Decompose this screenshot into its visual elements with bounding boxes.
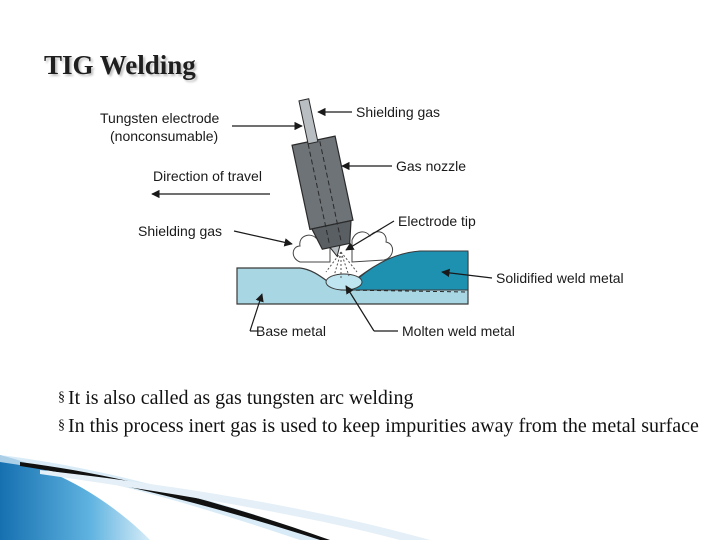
label-molten-weld-metal: Molten weld metal <box>402 323 515 339</box>
gas-nozzle <box>291 135 354 250</box>
label-electrode-tip: Electrode tip <box>398 213 476 229</box>
bullet-item: § It is also called as gas tungsten arc … <box>58 384 710 412</box>
fusion-line <box>341 289 469 293</box>
label-tungsten-electrode: Tungsten electrode <box>100 110 220 126</box>
bullet-icon: § <box>58 418 65 433</box>
molten-weld-pool <box>325 273 363 291</box>
label-base-metal: Base metal <box>256 323 326 339</box>
bullet-list: § It is also called as gas tungsten arc … <box>58 384 710 440</box>
shielding-gas-cloud-right <box>351 231 393 263</box>
page-title: TIG Welding <box>44 50 196 80</box>
bullet-item: § In this process inert gas is used to k… <box>58 412 710 440</box>
label-nonconsumable: (nonconsumable) <box>110 128 218 144</box>
label-shielding-gas-top: Shielding gas <box>356 104 440 120</box>
label-gas-nozzle: Gas nozzle <box>396 158 466 174</box>
tungsten-electrode <box>298 98 341 258</box>
label-direction-of-travel: Direction of travel <box>153 168 262 184</box>
bullet-icon: § <box>58 390 65 405</box>
label-shielding-gas-left: Shielding gas <box>138 223 222 239</box>
label-solidified-weld-metal: Solidified weld metal <box>496 270 624 286</box>
arc-sparks <box>325 251 358 278</box>
